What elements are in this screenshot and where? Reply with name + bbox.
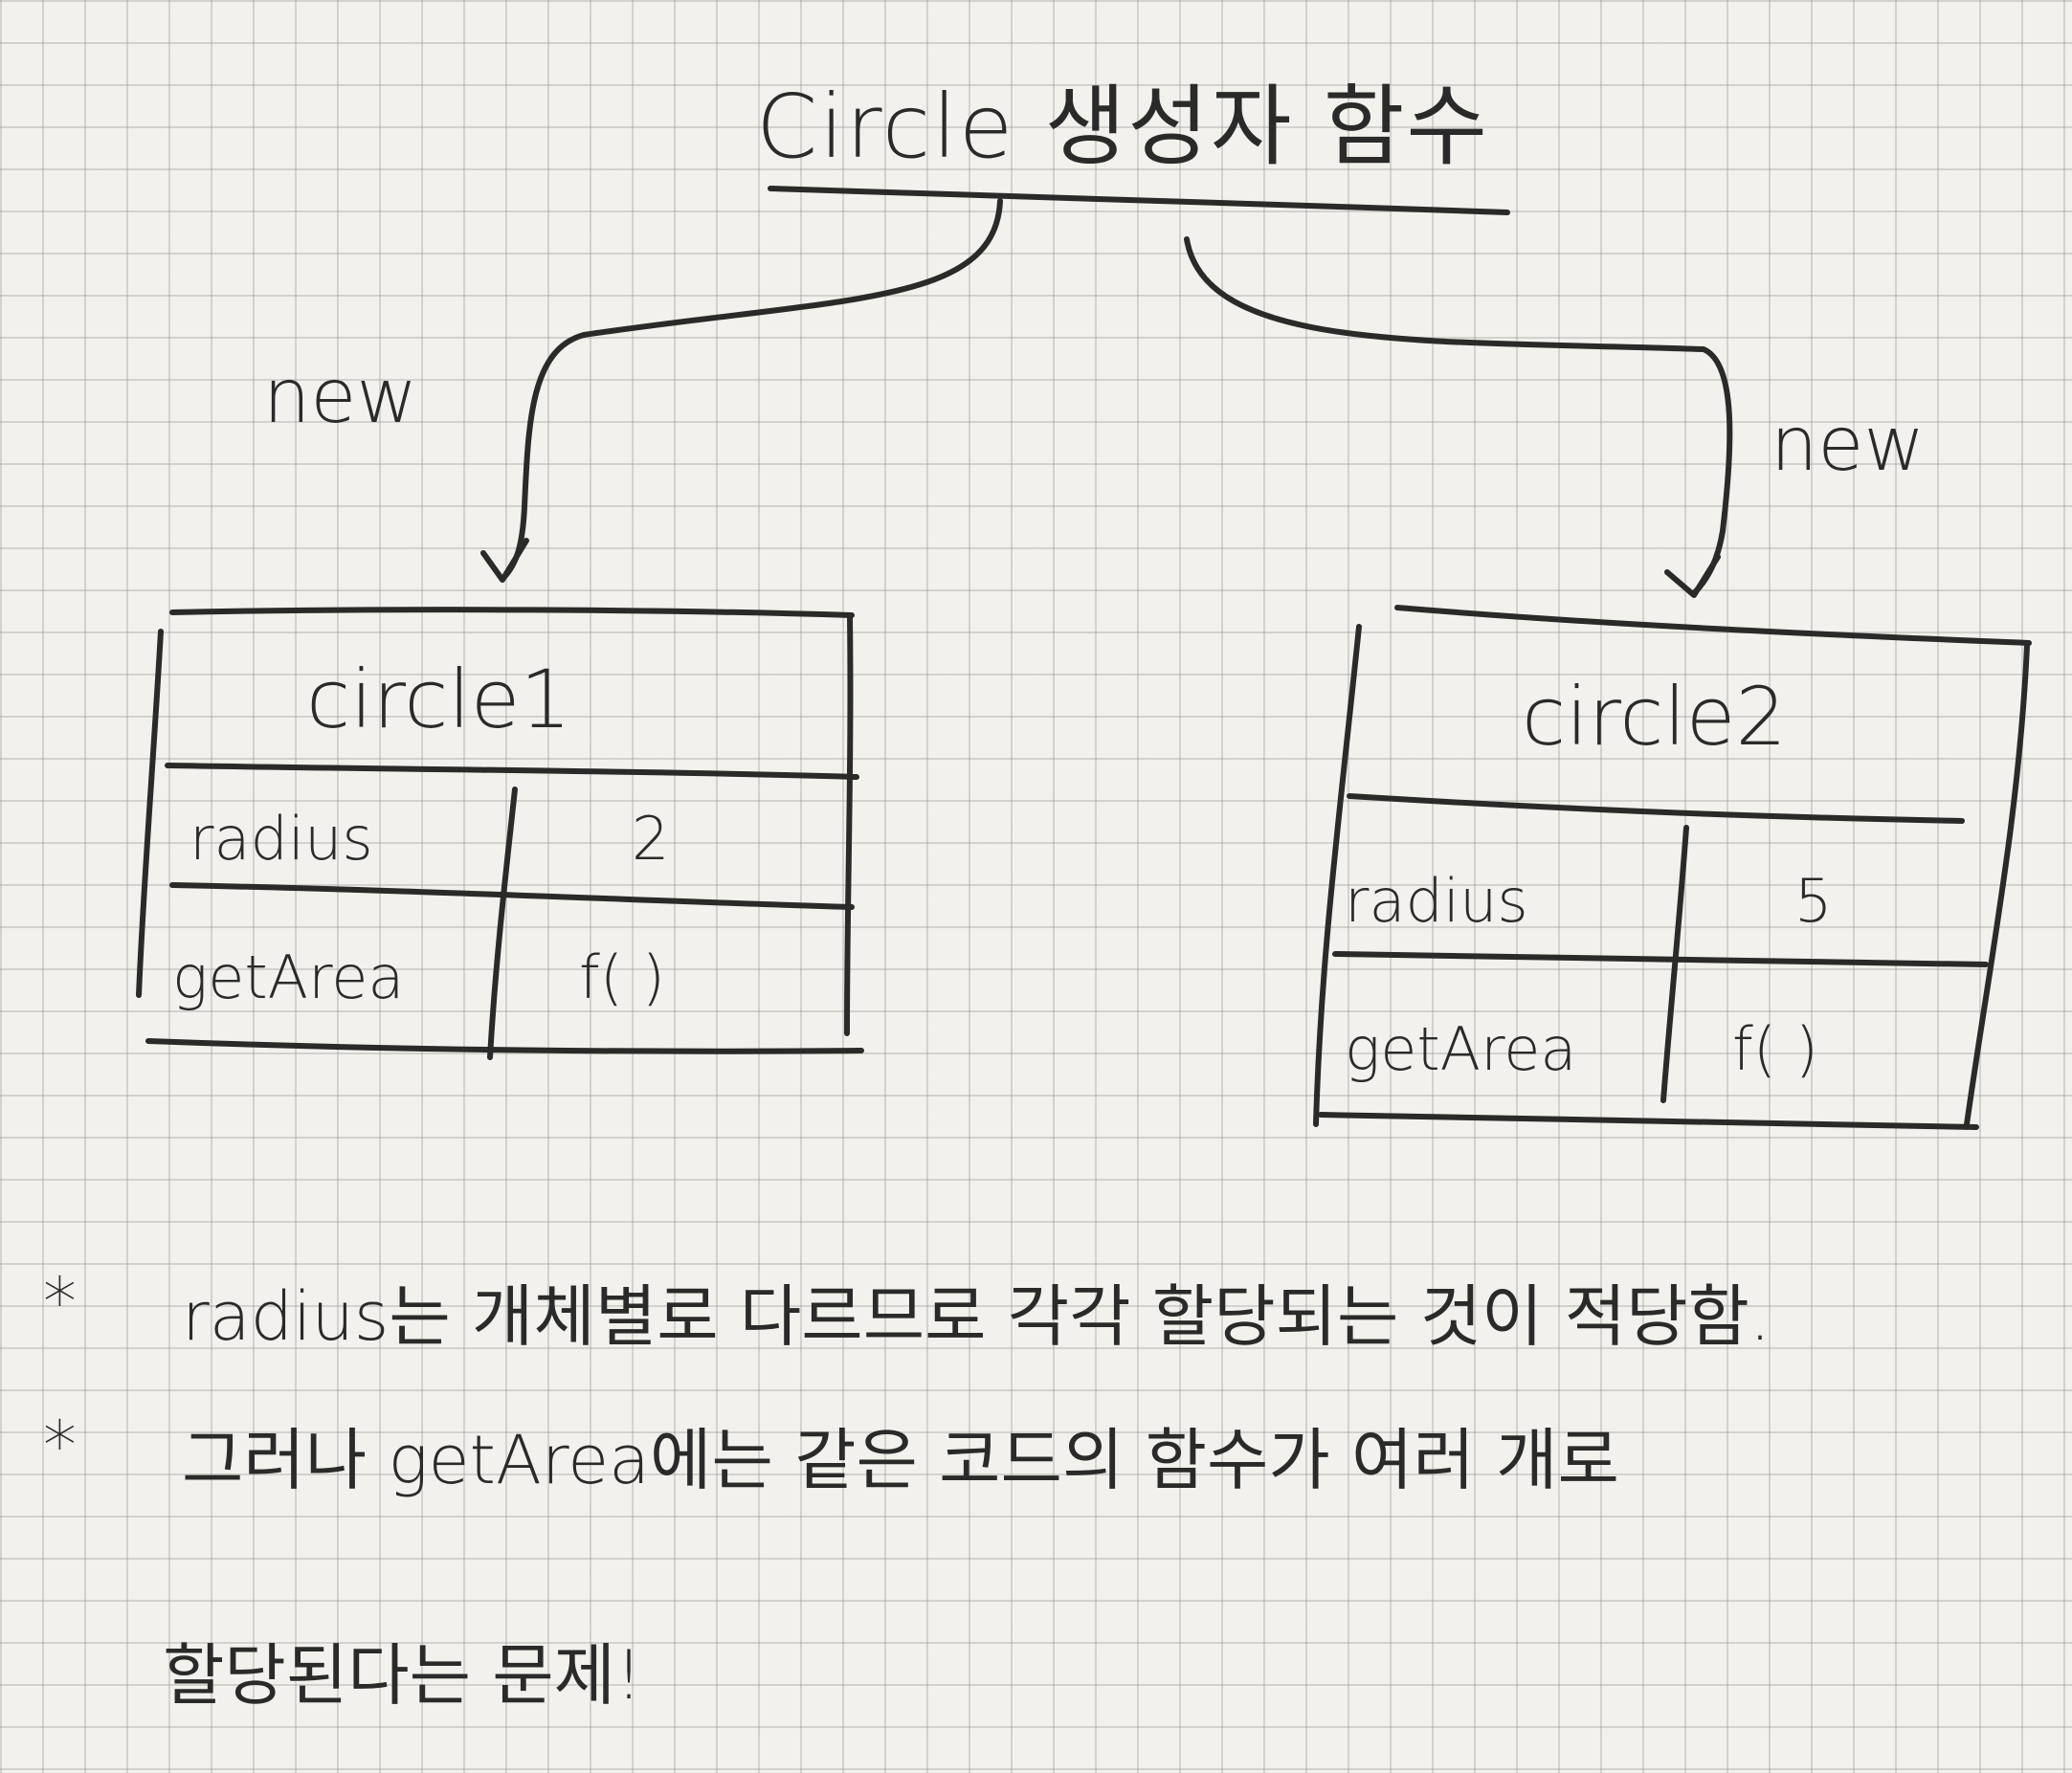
right-arrow bbox=[1184, 236, 1733, 596]
note-3-text: 할당된다는 문제! bbox=[163, 1636, 643, 1715]
note-1-text: radius는 개체별로 다르므로 각각 할당되는 것이 적당함. bbox=[182, 1277, 1771, 1356]
circle1-table bbox=[136, 607, 864, 1060]
note-2-bullet: * bbox=[43, 1407, 77, 1485]
note-1-bullet: * bbox=[43, 1263, 77, 1341]
circle2-radius-value: 5 bbox=[1794, 866, 1833, 936]
circle1-getarea-key: getArea bbox=[172, 942, 405, 1012]
note-2-text: 그러나 getArea에는 같은 코드의 함수가 여러 개로 bbox=[182, 1421, 1619, 1499]
circle1-getarea-value: f( ) bbox=[579, 942, 665, 1012]
circle2-radius-key: radius bbox=[1345, 866, 1528, 936]
circle1-radius-key: radius bbox=[189, 804, 373, 874]
title-underline bbox=[768, 186, 1510, 215]
right-arrow-head bbox=[1664, 554, 1721, 598]
right-arrow-label: new bbox=[1771, 402, 1926, 488]
diagram-title: Circle 생성자 함수 bbox=[756, 76, 1490, 178]
left-arrow-label: new bbox=[263, 354, 418, 440]
circle1-name: circle1 bbox=[306, 653, 571, 746]
circle2-table bbox=[1313, 605, 2032, 1130]
circle2-name: circle2 bbox=[1522, 670, 1787, 764]
circle2-getarea-key: getArea bbox=[1345, 1014, 1577, 1084]
circle1-radius-value: 2 bbox=[632, 804, 670, 874]
left-arrow-head bbox=[480, 538, 529, 583]
circle2-getarea-value: f( ) bbox=[1732, 1014, 1818, 1084]
left-arrow bbox=[500, 198, 1003, 582]
